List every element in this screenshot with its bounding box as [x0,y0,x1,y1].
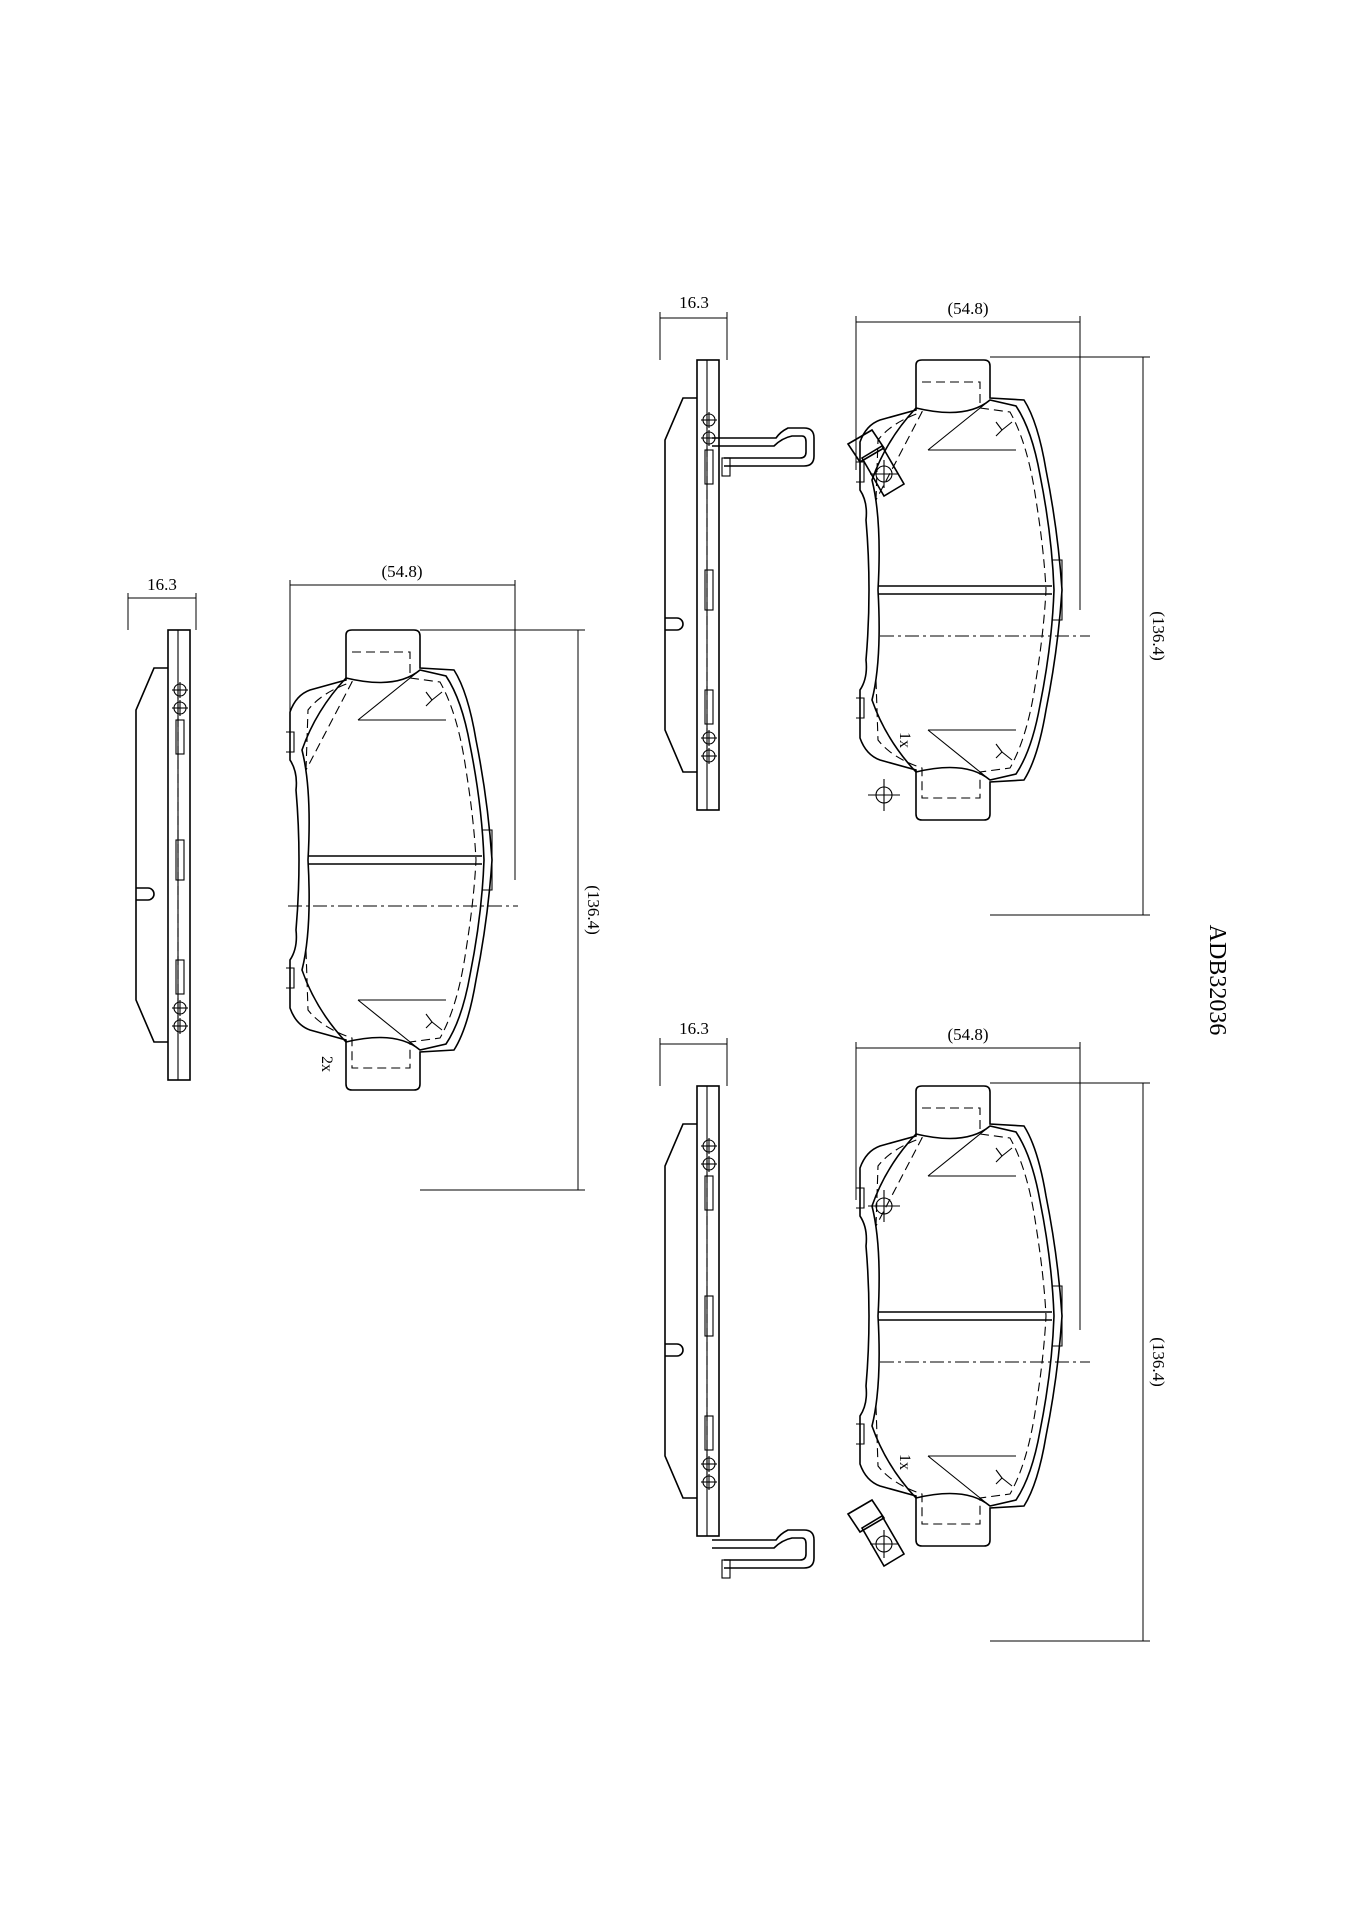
top-right-width-dimension: (54.8) [855,299,1081,610]
top-right-length-dimension: (136.4) [990,356,1168,916]
top-right-pad-view: 16.3 (54.8) (136.4) 1x [659,293,1168,916]
left-length-label: (136.4) [584,885,603,935]
bottom-right-side-profile [664,1085,720,1537]
left-thickness-label: 16.3 [147,575,177,594]
top-right-quantity-label: 1x [896,732,913,748]
left-thickness-dimension: 16.3 [127,575,197,630]
left-side-profile [135,629,191,1081]
top-right-mount-crosshair [867,778,901,812]
top-right-side-profile [664,359,720,811]
left-front-view [285,629,493,1091]
bottom-right-thickness-dimension: 16.3 [659,1019,728,1086]
bottom-right-quantity-label: 1x [896,1454,913,1470]
bottom-right-length-dimension: (136.4) [990,1082,1168,1642]
left-length-dimension: (136.4) [420,629,603,1191]
bottom-right-width-label: (54.8) [947,1025,988,1044]
bottom-right-mount-crosshair [867,1189,901,1223]
top-right-thickness-label: 16.3 [679,293,709,312]
top-right-length-label: (136.4) [1149,611,1168,661]
drawing-code: ADB32036 [1204,925,1230,1036]
bottom-right-width-dimension: (54.8) [855,1025,1081,1330]
left-quantity-label: 2x [318,1056,335,1072]
top-right-width-label: (54.8) [947,299,988,318]
top-right-thickness-dimension: 16.3 [659,293,728,360]
bottom-right-front-view [855,1085,1063,1547]
top-right-spring-clip [711,427,815,477]
bottom-right-spring-clip [711,1529,815,1579]
top-right-front-view [855,359,1063,821]
bottom-right-wear-sensor [847,1499,905,1567]
left-width-dimension: (54.8) [289,562,516,880]
bottom-right-length-label: (136.4) [1149,1337,1168,1387]
left-width-label: (54.8) [381,562,422,581]
bottom-right-thickness-label: 16.3 [679,1019,709,1038]
bottom-right-pad-view: 16.3 (54.8) (136.4) 1x [659,1019,1168,1642]
left-pad-set-view: 16.3 (54.8) (136.4) 2x [127,562,603,1191]
